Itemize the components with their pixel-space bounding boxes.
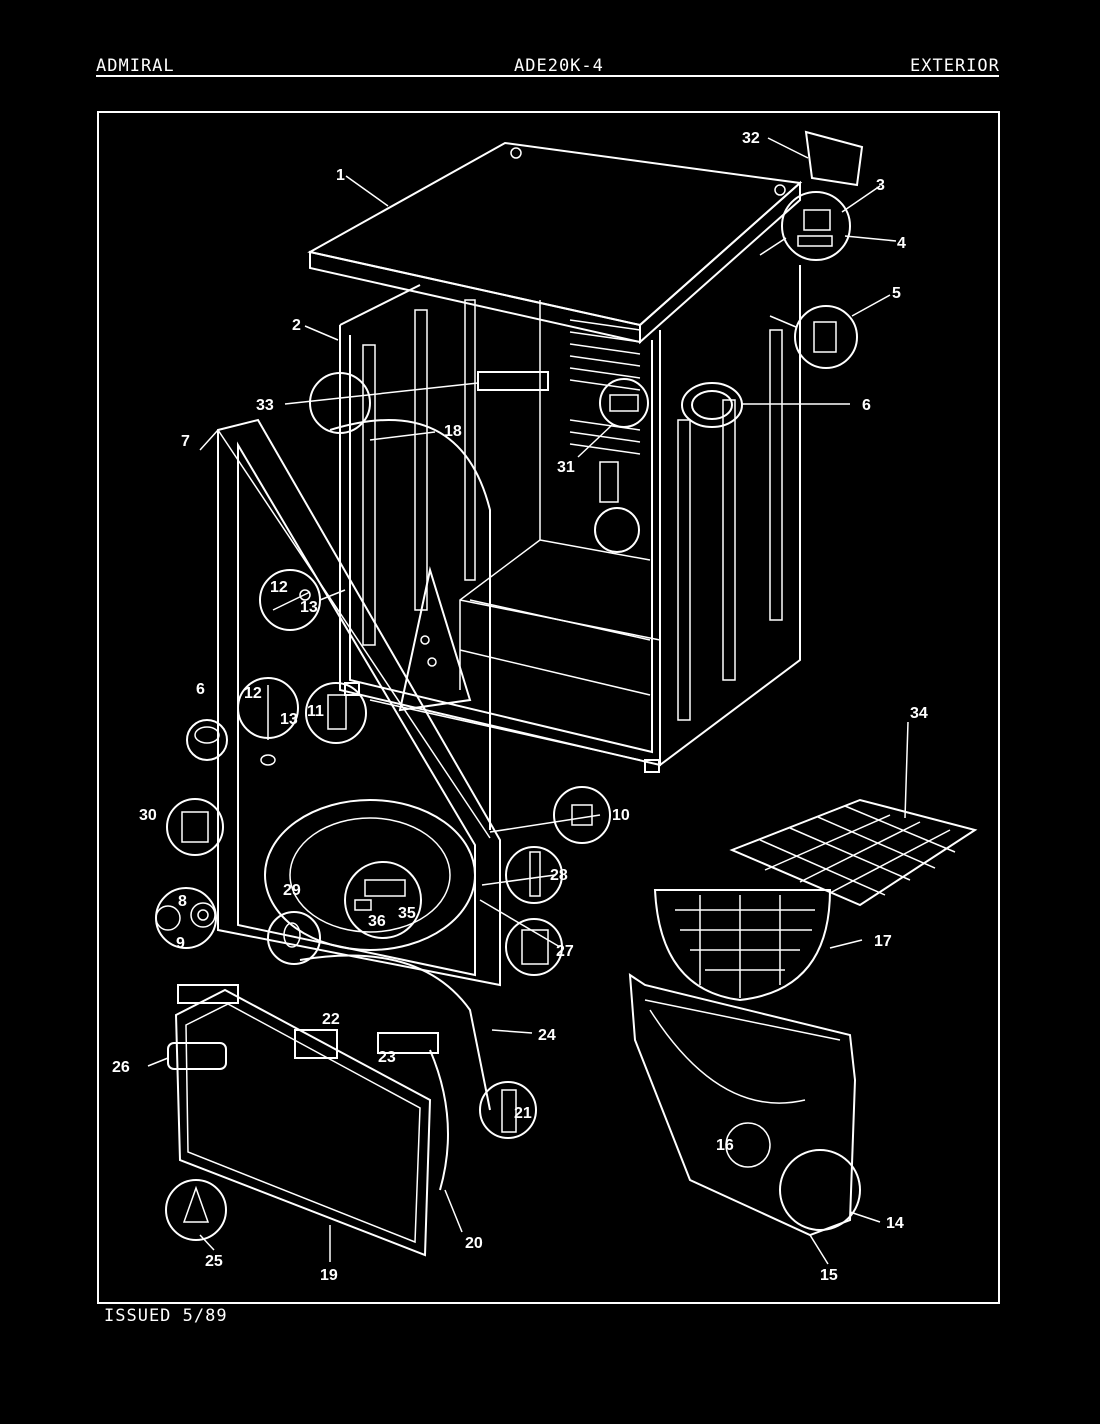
label-part-34: 34 <box>910 705 928 722</box>
part-28-callout <box>505 846 563 904</box>
label-part-26: 26 <box>112 1059 130 1076</box>
part-17-lint-filter <box>653 889 832 1002</box>
part-31-callout <box>599 378 649 428</box>
label-part-22: 22 <box>322 1011 340 1028</box>
section-label: EXTERIOR <box>910 56 1000 76</box>
label-part-18: 18 <box>444 423 462 440</box>
part-30-callout <box>166 798 224 856</box>
label-part-12-front: 12 <box>244 685 262 702</box>
label-part-20: 20 <box>465 1235 483 1252</box>
part-6-cap <box>186 719 228 761</box>
label-part-4: 4 <box>897 235 906 252</box>
label-part-30: 30 <box>139 807 157 824</box>
label-part-7: 7 <box>181 433 190 450</box>
part-35-36-callout <box>344 861 422 939</box>
cabinet-body <box>339 265 801 773</box>
label-part-32: 32 <box>742 130 760 147</box>
door-top-bar <box>177 984 239 1004</box>
part-14-duct <box>628 973 861 1237</box>
part-10-callout <box>553 786 611 844</box>
label-part-28: 28 <box>550 867 568 884</box>
part-16-callout <box>725 1122 771 1168</box>
diagram-frame <box>97 111 1000 1304</box>
front-panel <box>217 418 501 1111</box>
part-29-callout <box>267 911 321 965</box>
part-34-grid <box>729 798 978 907</box>
label-part-25: 25 <box>205 1253 223 1270</box>
brand-label: ADMIRAL <box>96 56 175 76</box>
label-part-13: 13 <box>300 599 318 616</box>
label-part-5: 5 <box>892 285 901 302</box>
part-6-exhaust-fitting <box>681 382 743 428</box>
door <box>174 984 449 1257</box>
label-part-35: 35 <box>398 905 416 922</box>
label-part-15: 15 <box>820 1267 838 1284</box>
label-part-9: 9 <box>176 935 185 952</box>
part-11-callout-b <box>305 682 367 744</box>
label-part-10: 10 <box>612 807 630 824</box>
leader-lines <box>147 137 909 1265</box>
label-part-2: 2 <box>292 317 301 334</box>
part-12-13-callout <box>259 569 346 631</box>
part-32-bracket <box>804 130 864 187</box>
label-part-27: 27 <box>556 943 574 960</box>
label-part-1: 1 <box>336 167 345 184</box>
rear-vent-louvres <box>569 319 641 455</box>
label-part-23: 23 <box>378 1049 396 1066</box>
part-11-callout <box>309 372 371 434</box>
label-part-19: 19 <box>320 1267 338 1284</box>
issued-date: ISSUED 5/89 <box>104 1306 228 1326</box>
part-5-callout <box>769 305 858 369</box>
label-part-6-cap: 6 <box>196 681 205 698</box>
label-part-17: 17 <box>874 933 892 950</box>
label-part-36: 36 <box>368 913 386 930</box>
label-part-14: 14 <box>886 1215 904 1232</box>
label-part-11: 11 <box>307 703 324 720</box>
part-8-9-callout <box>155 887 217 949</box>
part-12-13-front-callout <box>237 677 299 766</box>
label-part-29: 29 <box>283 882 301 899</box>
label-part-13-front: 13 <box>280 711 298 728</box>
part-21-callout <box>479 1081 537 1139</box>
label-part-8: 8 <box>178 893 187 910</box>
header-rule <box>96 75 999 77</box>
part-22-hinge <box>294 1029 338 1059</box>
label-part-33: 33 <box>256 397 274 414</box>
part-27-callout <box>505 918 563 976</box>
model-label: ADE20K-4 <box>514 56 604 76</box>
label-part-16: 16 <box>716 1137 734 1154</box>
label-part-12: 12 <box>270 579 288 596</box>
label-part-24: 24 <box>538 1027 556 1044</box>
label-part-3: 3 <box>876 177 885 194</box>
label-part-31: 31 <box>557 459 575 476</box>
label-part-21: 21 <box>514 1105 532 1122</box>
part-23-hinge-bar <box>377 1032 439 1054</box>
cabinet-top <box>307 141 803 345</box>
part-25-callout <box>165 1179 227 1241</box>
label-part-6: 6 <box>862 397 871 414</box>
part-33-bracket <box>477 371 549 391</box>
part-26-handle <box>167 1042 227 1070</box>
part-3-4-callout <box>759 191 851 261</box>
